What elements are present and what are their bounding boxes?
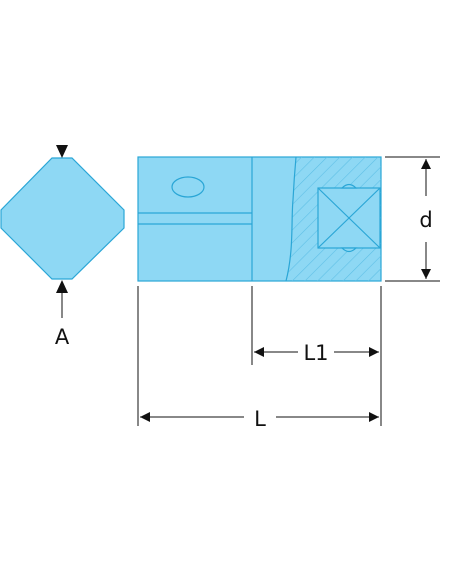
detent-notch-bottom [340,247,358,253]
dimension-diameter: d [385,156,440,282]
side-view [137,156,382,282]
dimension-overall-length: L [137,286,379,431]
across-flats-label: A [55,325,70,349]
detent-notch-top [340,183,358,189]
top-pointer-icon [56,145,68,158]
bottom-pointer-icon [56,280,68,293]
recess-diagonal-b [317,187,381,249]
overall-length-label: L [254,407,266,431]
dimension-square-depth: L1 [251,286,382,426]
end-view: A [0,145,125,349]
section-break-line [285,156,297,282]
ball-detent-hole [171,176,205,198]
square-depth-label: L1 [303,341,328,365]
square-drive-end-face [0,157,125,280]
diameter-label: d [419,208,432,232]
